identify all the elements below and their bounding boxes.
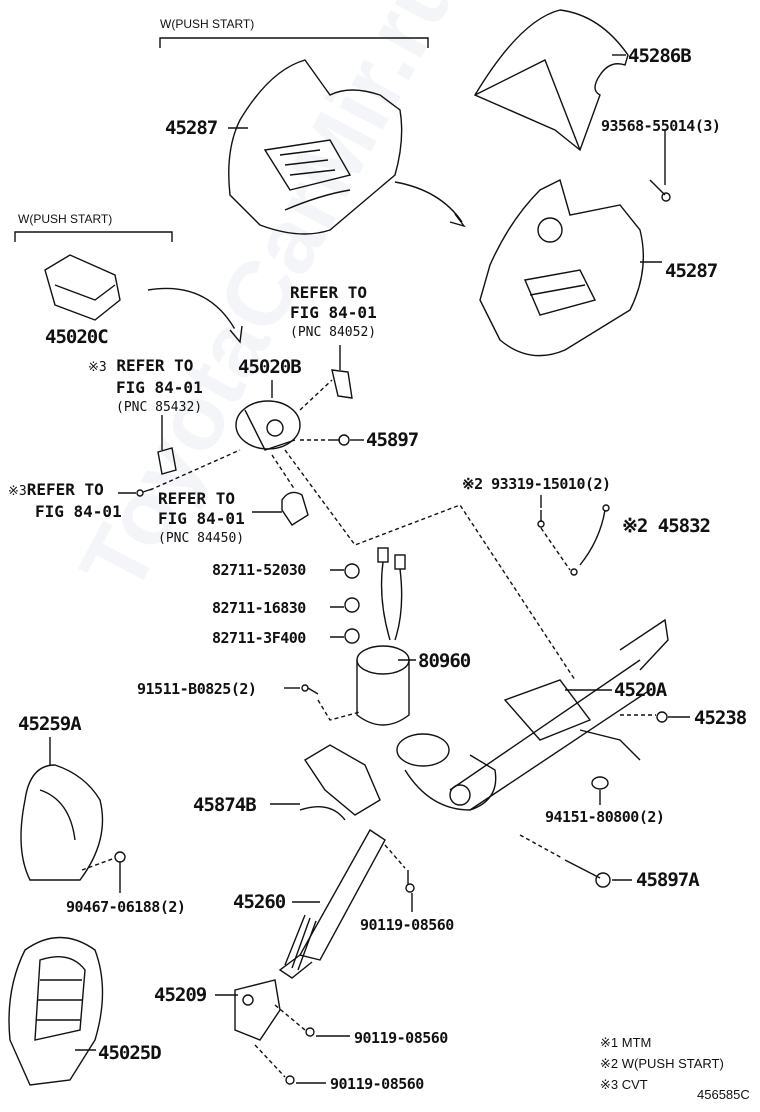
diagram-id: 456585C (697, 1087, 750, 1102)
bolt-90119-a (405, 870, 415, 893)
part-label[interactable]: 90119-08560 (330, 1075, 424, 1093)
part-label[interactable]: 91511-B0825(2) (137, 680, 257, 698)
reference-cvt[interactable]: ※3REFER TO FIG 84-01 (8, 480, 122, 522)
ref-pnc: (PNC 85432) (116, 400, 203, 415)
part-label[interactable]: 45874B (193, 794, 257, 816)
arrow-cover (394, 181, 463, 223)
part-label[interactable]: 45897 (366, 429, 419, 451)
bracket-top (159, 37, 429, 48)
intermediate-shaft-45260 (278, 828, 386, 979)
part-label[interactable]: 90467-06188(2) (66, 898, 186, 916)
part-label[interactable]: 45287 (165, 117, 218, 139)
note-mark: ※3 (8, 484, 27, 499)
legend-item: ※2 W(PUSH START) (600, 1056, 724, 1071)
bracket-left (14, 231, 173, 242)
part-label[interactable]: 4520A (614, 679, 667, 701)
ref-line: FIG 84-01 (158, 509, 245, 528)
switch-45020c (44, 254, 121, 321)
part-label[interactable]: 45287 (665, 260, 718, 282)
connector-84052 (331, 369, 353, 399)
screw-45897 (328, 434, 350, 446)
part-label[interactable]: 90119-08560 (354, 1029, 448, 1047)
column-cover-upper-right (479, 178, 644, 357)
switch-45020b (235, 400, 301, 451)
nut-90467 (114, 851, 126, 863)
harness-80960 (356, 547, 410, 726)
ref-line: REFER TO (290, 283, 368, 302)
part-label[interactable]: 93568-55014(3) (601, 117, 721, 135)
legend: ※1 MTM ※2 W(PUSH START) ※3 CVT (600, 1032, 724, 1095)
ref-pnc: (PNC 84450) (158, 531, 245, 546)
group-label-top: W(PUSH START) (160, 17, 255, 31)
ref-line: FIG 84-01 (35, 502, 122, 521)
bolt-45238 (656, 711, 668, 723)
switch-85432 (157, 447, 177, 475)
group-label-left: W(PUSH START) (18, 212, 113, 226)
boot-45025d (8, 936, 104, 1086)
bolt-91511 (301, 684, 319, 695)
ref-line: REFER TO (26, 480, 104, 499)
part-label[interactable]: 90119-08560 (360, 916, 454, 934)
part-label[interactable]: 45259A (18, 713, 82, 735)
legend-item: ※3 CVT (600, 1077, 648, 1092)
bolt-45897a (564, 859, 611, 888)
part-label[interactable]: 45020B (238, 356, 302, 378)
clamps (344, 563, 360, 644)
ref-line: REFER TO (158, 489, 236, 508)
ref-line: REFER TO (116, 356, 194, 375)
part-label[interactable]: 45209 (154, 984, 207, 1006)
part-label[interactable]: 82711-52030 (212, 561, 306, 579)
note-mark: ※3 (88, 360, 107, 375)
screw-cvt (136, 488, 153, 497)
part-label[interactable]: 45260 (233, 891, 286, 913)
steering-column-4520a (396, 618, 669, 811)
part-label[interactable]: 82711-16830 (212, 599, 306, 617)
cover-45259a (20, 764, 104, 881)
bolt-90119-b (305, 1027, 315, 1037)
ref-line: FIG 84-01 (116, 378, 203, 397)
column-cover-lower (473, 9, 629, 152)
ground-wire-45832 (570, 504, 610, 576)
arrow-switch (147, 287, 239, 336)
part-label[interactable]: 45025D (98, 1042, 162, 1064)
ref-pnc: (PNC 84052) (290, 325, 377, 340)
bracket-45874b (299, 744, 381, 821)
part-label[interactable]: ※2 45832 (622, 515, 711, 537)
universal-joint-45209 (234, 979, 281, 1041)
bolt-90119-c (285, 1075, 295, 1085)
part-label[interactable]: 94151-80800(2) (545, 808, 665, 826)
part-label[interactable]: 45897A (636, 869, 700, 891)
reference-85432[interactable]: ※3 REFER TO FIG 84-01 (PNC 85432) (88, 356, 203, 418)
bolt-93319 (537, 510, 545, 528)
ref-line: FIG 84-01 (290, 303, 377, 322)
part-label[interactable]: 45286B (628, 45, 692, 67)
nut-94151 (591, 776, 609, 790)
part-label[interactable]: ※2 93319-15010(2) (462, 475, 611, 493)
part-label[interactable]: 45020C (45, 326, 109, 348)
column-cover-upper-left (228, 59, 403, 235)
screw-93568 (649, 179, 671, 202)
legend-item: ※1 MTM (600, 1035, 652, 1050)
part-label[interactable]: 80960 (418, 650, 471, 672)
cap-84450 (281, 491, 309, 526)
part-label[interactable]: 82711-3F400 (212, 629, 306, 647)
part-label[interactable]: 45238 (694, 707, 747, 729)
